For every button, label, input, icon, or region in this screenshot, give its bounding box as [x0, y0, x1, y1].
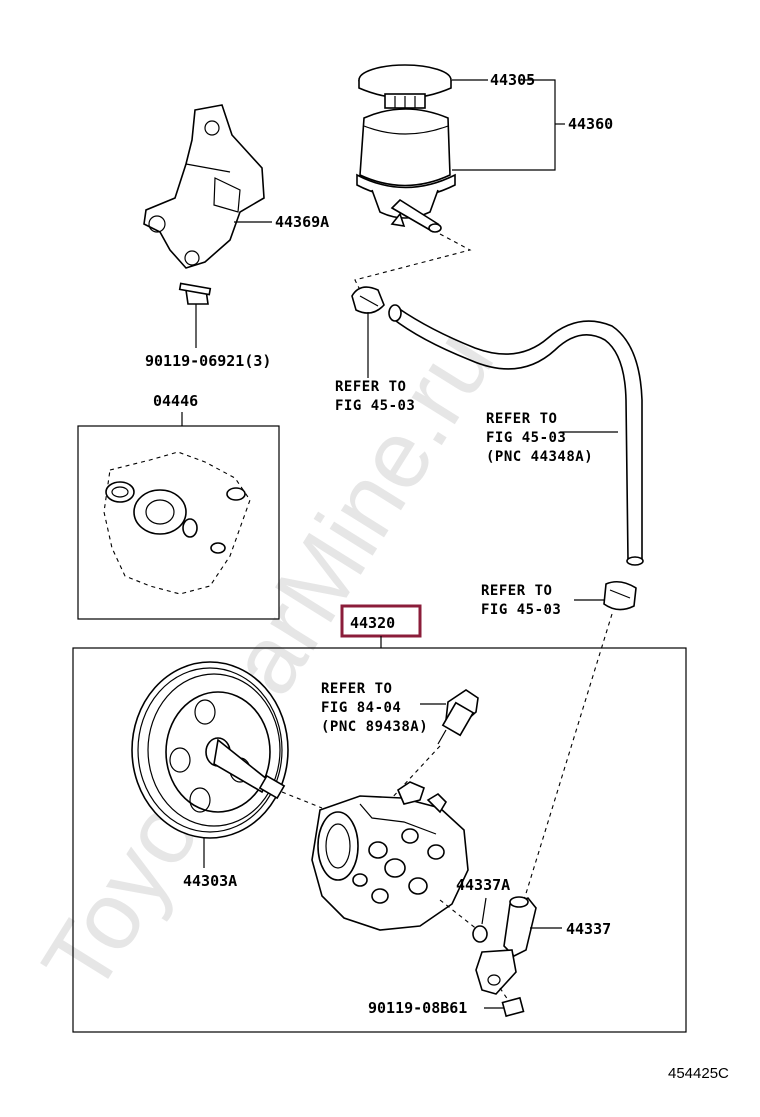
part-union-label: 44337: [566, 920, 611, 938]
pump-body-drawing: [311, 781, 469, 931]
ref-upper-clamp-line2: FIG 45-03: [335, 398, 415, 414]
upper-clamp-drawing: [351, 286, 385, 314]
ref-upper-clamp-line1: REFER TO: [335, 379, 406, 395]
union-bolt-drawing: [499, 987, 525, 1018]
part-cap-label: 44305: [490, 71, 535, 89]
part-reservoir-label: 44360: [568, 115, 613, 133]
gasket-kit-drawing: [103, 451, 251, 595]
pump-assy-box: [72, 647, 687, 1033]
ref-pressure-switch-line2: FIG 84-04: [321, 700, 401, 716]
ref-hose-line2: FIG 45-03: [486, 430, 566, 446]
reservoir-cap-drawing: [358, 64, 452, 109]
bracket-bolt-drawing: [178, 282, 212, 348]
union-fitting-drawing: [475, 896, 537, 995]
pulley-drawing: [131, 661, 289, 839]
o-ring-drawing: [472, 925, 488, 943]
part-o-ring-label: 44337A: [456, 876, 510, 894]
reservoir-tank-drawing: [356, 108, 456, 233]
ref-lower-clamp-line2: FIG 45-03: [481, 602, 561, 618]
part-pump-assy-label[interactable]: 44320: [350, 614, 395, 632]
ref-lower-clamp-line1: REFER TO: [481, 583, 552, 599]
gasket-kit-box: [77, 425, 280, 620]
ref-hose-line1: REFER TO: [486, 411, 557, 427]
figure-number: 454425C: [668, 1065, 729, 1082]
part-bracket-label: 44369A: [275, 213, 329, 231]
ref-pressure-switch-line1: REFER TO: [321, 681, 392, 697]
return-hose-drawing: [388, 304, 644, 566]
lower-clamp-drawing: [603, 580, 637, 611]
part-bracket-bolt-label: 90119-06921(3): [145, 352, 271, 370]
ref-hose-line3: (PNC 44348A): [486, 449, 593, 465]
part-union-bolt-label: 90119-08B61: [368, 999, 467, 1017]
bracket-drawing: [143, 104, 265, 269]
ref-pressure-switch-line3: (PNC 89438A): [321, 719, 428, 735]
part-gasket-kit-label: 04446: [153, 392, 198, 410]
pressure-switch-drawing: [437, 689, 479, 745]
part-pulley-label: 44303A: [183, 872, 237, 890]
